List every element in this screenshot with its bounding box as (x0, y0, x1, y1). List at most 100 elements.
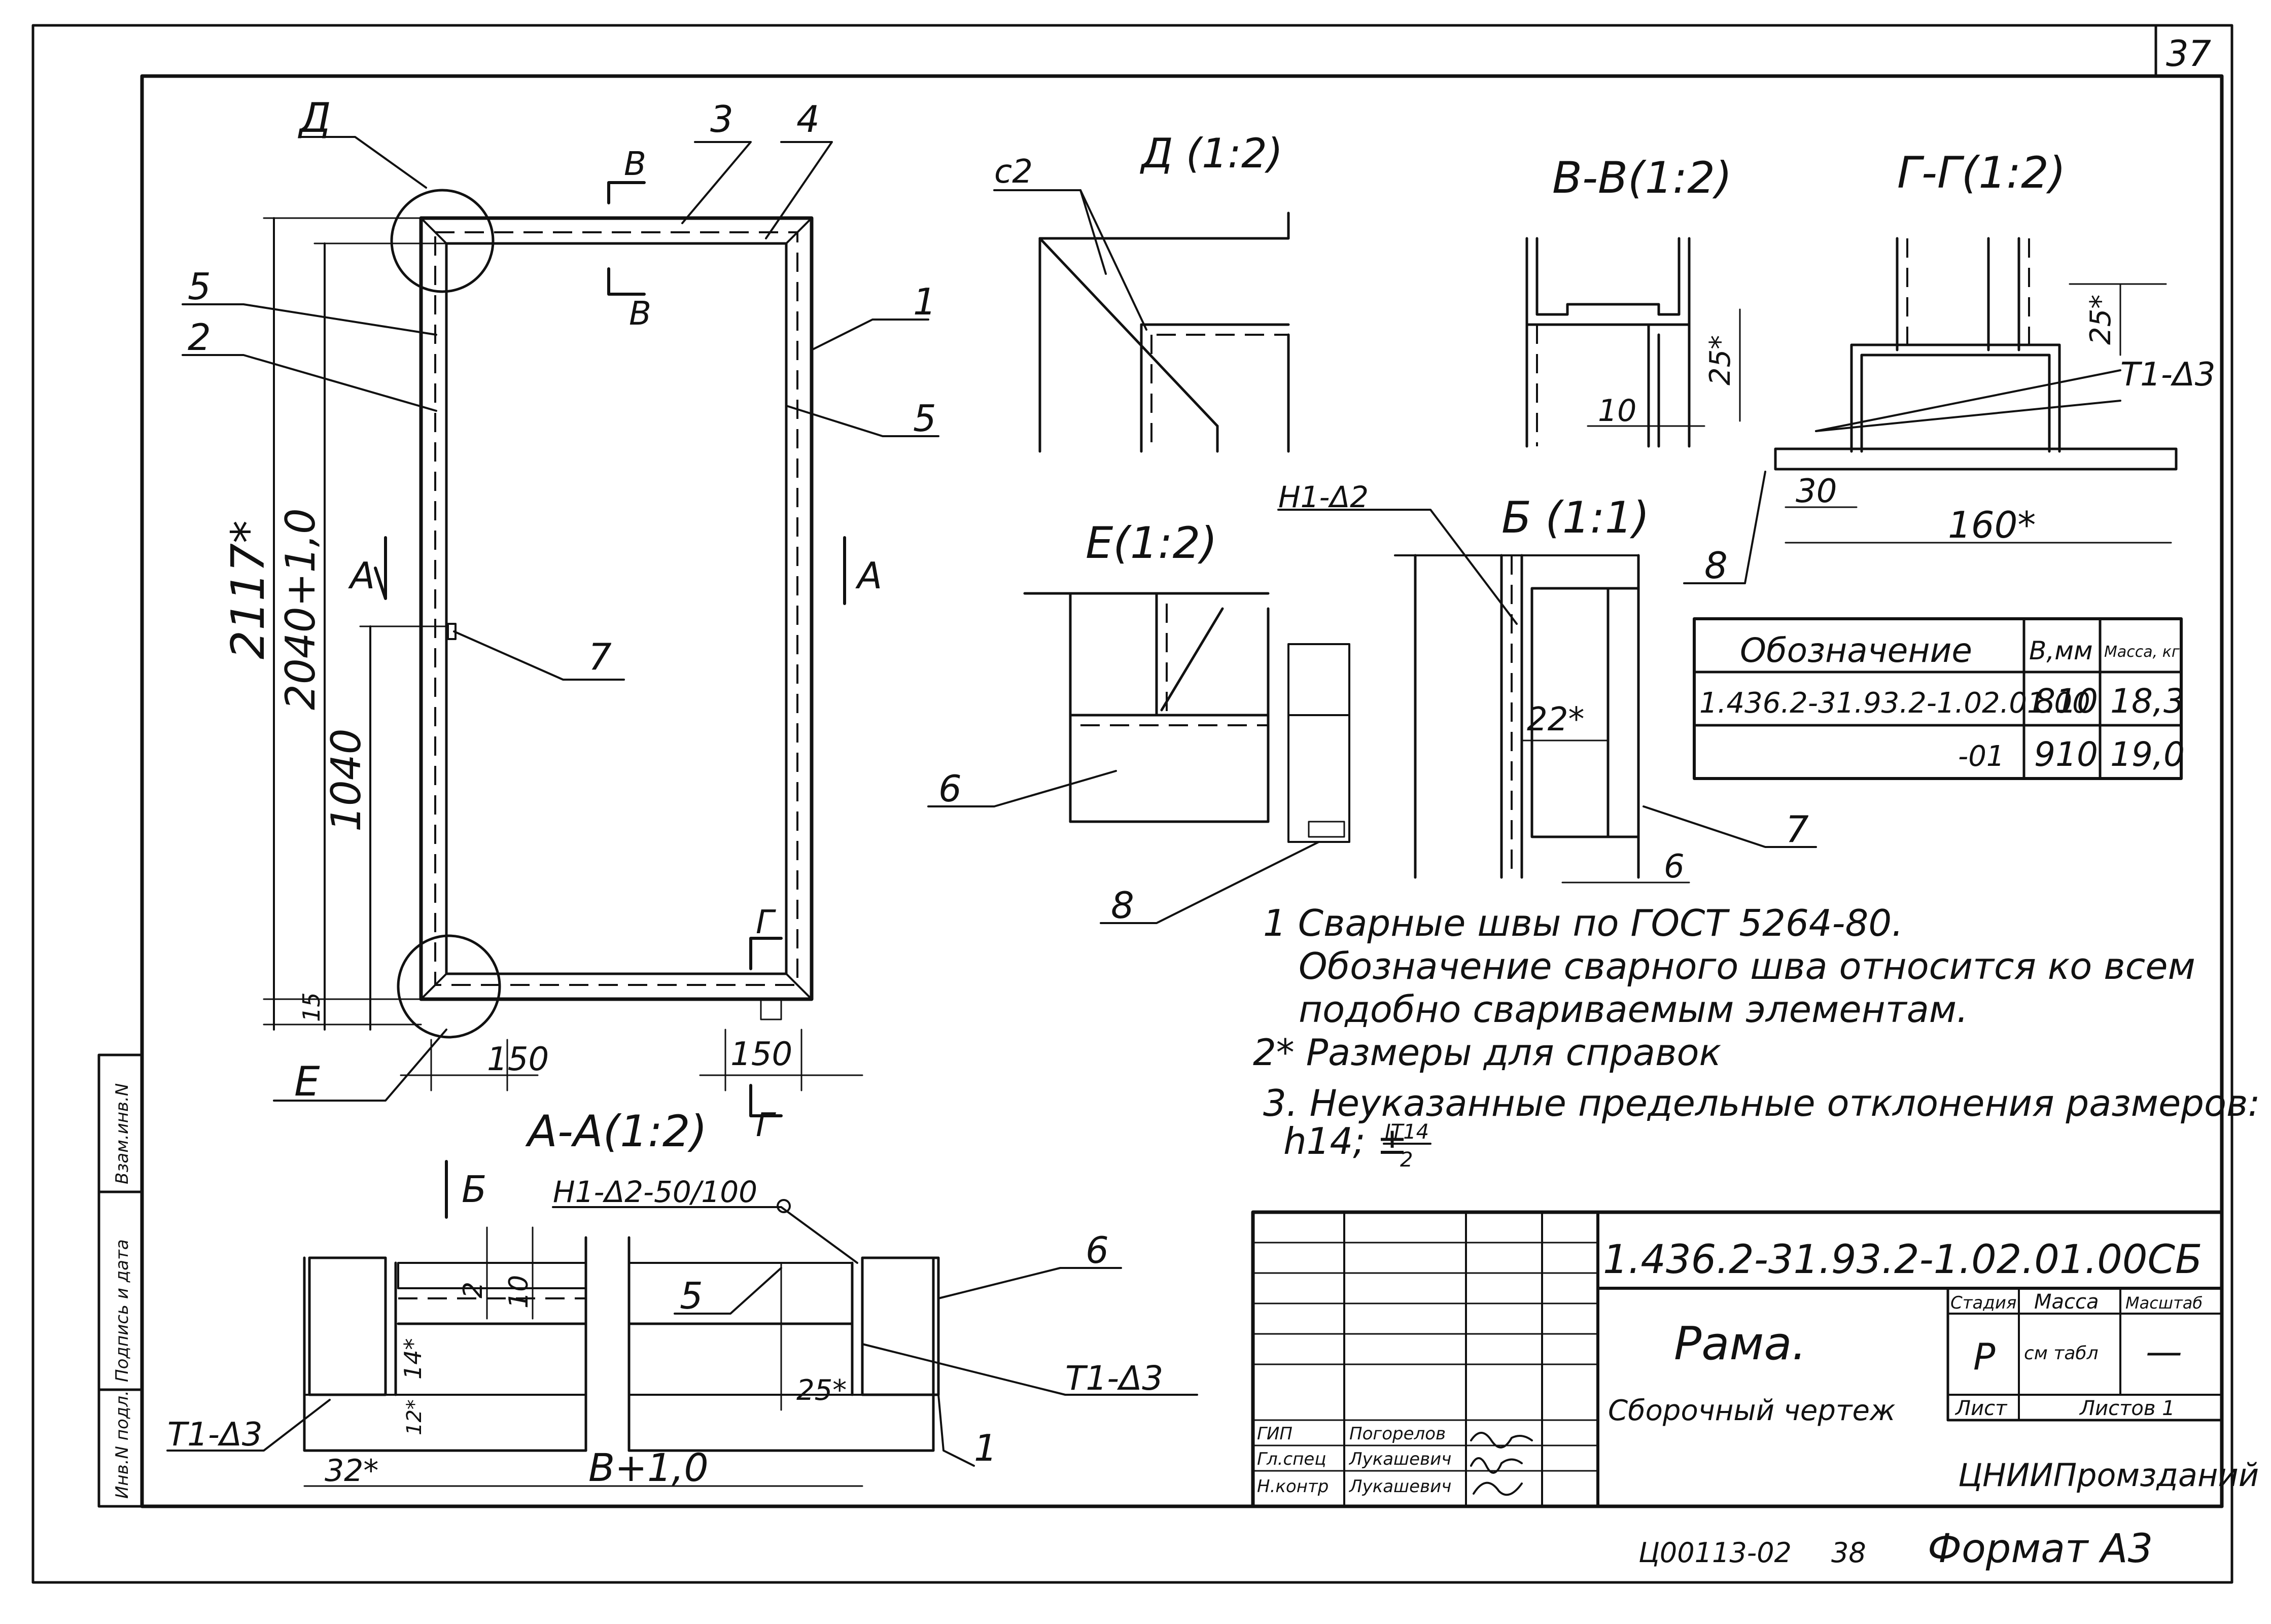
tb-sheet-label: Лист (1954, 1397, 2008, 1420)
detail-vv-dim-10: 10 (1598, 393, 1636, 429)
detail-gg-dim-25: 25* (2084, 295, 2117, 345)
section-aa-pos6: 6 (1086, 1229, 1109, 1272)
label-pos4: 4 (796, 98, 820, 140)
section-aa-arrow-b: Б (462, 1168, 486, 1211)
section-aa-weld-top: Н1-Δ2-50/100 (553, 1175, 757, 1209)
spec-row2-b: 910 (2034, 735, 2098, 774)
spec-header-mass: Масса, кг (2104, 643, 2180, 661)
detail-vv-title: В-В(1:2) (1552, 153, 1732, 203)
spec-row2-designation: -01 (1958, 740, 2004, 773)
section-aa-pos5: 5 (680, 1275, 703, 1317)
tb-stage-header: Стадия (1950, 1293, 2016, 1313)
detail-d: Д (1:2) c2 (993, 130, 1290, 453)
spec-row1-designation: 1.436.2-31.93.2-1.02.01.00 (1699, 687, 2090, 720)
note-3-tolerance: h14; ± (1283, 1120, 1408, 1162)
detail-b-weld: Н1-Δ2 (1278, 480, 1369, 514)
note-3-denominator: 2 (1400, 1148, 1413, 1172)
section-aa-title: А-А(1:2) (525, 1106, 707, 1157)
sheet-number: 37 (2166, 33, 2211, 75)
tb-role-2: Гл.спец (1257, 1449, 1326, 1469)
section-aa-dim-32: 32* (325, 1453, 378, 1489)
detail-gg-title: Г-Г(1:2) (1897, 148, 2066, 198)
footer-page: 38 (1831, 1537, 1866, 1569)
label-pos2: 2 (188, 316, 211, 359)
detail-gg: Г-Г(1:2) 25* Т1-Δ3 30 160* 8 (1683, 148, 2215, 587)
detail-e-pos6: 6 (938, 767, 962, 810)
detail-b-pos7: 7 (1786, 808, 1809, 851)
title-block: 1.436.2-31.93.2-1.02.01.00СБ Рама. Сборо… (1251, 1210, 2259, 1508)
tb-role-1: ГИП (1257, 1424, 1292, 1444)
section-aa-dim-10: 10 (504, 1275, 534, 1309)
dim-overall-height: 2117* (222, 520, 275, 659)
detail-b-dim-22: 22* (1527, 701, 1584, 738)
section-g-bottom: Г (756, 1107, 776, 1144)
label-pos1: 1 (913, 280, 936, 323)
section-v-bottom: В (629, 295, 651, 333)
signature-2 (1470, 1457, 1523, 1474)
section-aa-dim-12: 12* (403, 1399, 426, 1435)
spec-header-b: В,мм (2029, 636, 2093, 665)
tb-stage: Р (1973, 1335, 1996, 1378)
detail-b-title: Б (1:1) (1501, 492, 1650, 543)
stamp-sign: Подпись и дата (112, 1239, 132, 1382)
note-1b: Обозначение сварного шва относится ко вс… (1299, 945, 2195, 987)
notes: 1 Сварные швы по ГОСТ 5264-80. Обозначен… (1253, 902, 2260, 1172)
detail-e-title: Е(1:2) (1086, 518, 1217, 569)
signature-3 (1473, 1481, 1523, 1496)
section-a-left: А (348, 554, 375, 597)
tb-scale-header: Масштаб (2125, 1293, 2203, 1313)
spec-header-designation: Обозначение (1740, 631, 1972, 670)
dim-mid-height: 1040 (323, 728, 370, 832)
tb-scale-value: — (2146, 1330, 2182, 1373)
side-stamp: Инв.N подл. Подпись и дата Взам.инв.N (97, 1053, 144, 1508)
detail-d-weld: c2 (994, 153, 1033, 191)
main-view: 2117* 2040+1,0 1040 15 150 150 Д Е 3 4 5… (182, 94, 939, 1144)
note-3-it14: IT14 (1385, 1120, 1429, 1144)
spec-row2-mass: 19,0 (2110, 735, 2185, 774)
label-pos3: 3 (710, 98, 733, 140)
detail-vv-dim-25: 25* (1704, 335, 1737, 385)
tb-code: 1.436.2-31.93.2-1.02.01.00СБ (1603, 1237, 2202, 1283)
spec-row1-mass: 18,3 (2110, 682, 2185, 721)
label-circle-e: Е (294, 1058, 320, 1105)
tb-person-1: Погорелов (1349, 1424, 1446, 1444)
signature-1 (1470, 1432, 1533, 1449)
section-aa-dim-25: 25* (796, 1374, 847, 1407)
stamp-replace: Взам.инв.N (112, 1083, 132, 1184)
detail-e: Е(1:2) 6 8 (927, 518, 1350, 927)
dim-left-150: 150 (487, 1041, 549, 1078)
tb-mass-value: см табл (2024, 1343, 2099, 1364)
section-aa-dim-2: 2 (458, 1282, 488, 1298)
spec-table: Обозначение В,мм Масса, кг 1.436.2-31.93… (1693, 617, 2185, 780)
tb-person-3: Лукашевич (1348, 1476, 1451, 1497)
note-3: 3. Неуказанные предельные отклонения раз… (1263, 1082, 2260, 1124)
section-a-right: А (855, 554, 882, 597)
note-1: 1 Сварные швы по ГОСТ 5264-80. (1263, 902, 1903, 944)
section-aa-dim-b: В+1,0 (588, 1445, 709, 1490)
label-pos5b: 5 (913, 397, 936, 440)
detail-b-dim-6: 6 (1664, 848, 1685, 886)
label-circle-d: Д (298, 94, 331, 142)
detail-gg-dim-30: 30 (1796, 473, 1837, 510)
footer: Ц00113-02 38 Формат А3 (1638, 1526, 2153, 1572)
section-aa-weld-right: Т1-Δ3 (1065, 1359, 1163, 1398)
section-aa: А-А(1:2) Б Н1-Δ2-50/100 2 10 14* 12* Т1-… (166, 1106, 1198, 1490)
note-1c: подобно свариваемым элементам. (1299, 988, 1968, 1031)
dim-right-150: 150 (730, 1036, 792, 1073)
tb-person-2: Лукашевич (1348, 1449, 1451, 1469)
spec-row1-b: 810 (2034, 682, 2098, 721)
section-g-top: Г (756, 904, 776, 941)
detail-vv: В-В(1:2) 25* 10 (1525, 153, 1741, 448)
tb-org: ЦНИИПромзданий (1958, 1457, 2259, 1494)
dim-inner-height: 2040+1,0 (277, 508, 324, 710)
section-v-top: В (624, 146, 646, 183)
detail-gg-pos8: 8 (1704, 544, 1728, 587)
tb-mass-header: Масса (2034, 1290, 2099, 1314)
footer-archive: Ц00113-02 (1638, 1537, 1792, 1569)
detail-gg-dim-160: 160* (1948, 504, 2036, 546)
note-2: 2* Размеры для справок (1253, 1031, 1721, 1074)
tb-sheets-label: Листов 1 (2079, 1397, 2175, 1420)
tb-name: Рама. (1674, 1317, 1806, 1370)
section-aa-weld-left: Т1-Δ3 (167, 1416, 262, 1454)
